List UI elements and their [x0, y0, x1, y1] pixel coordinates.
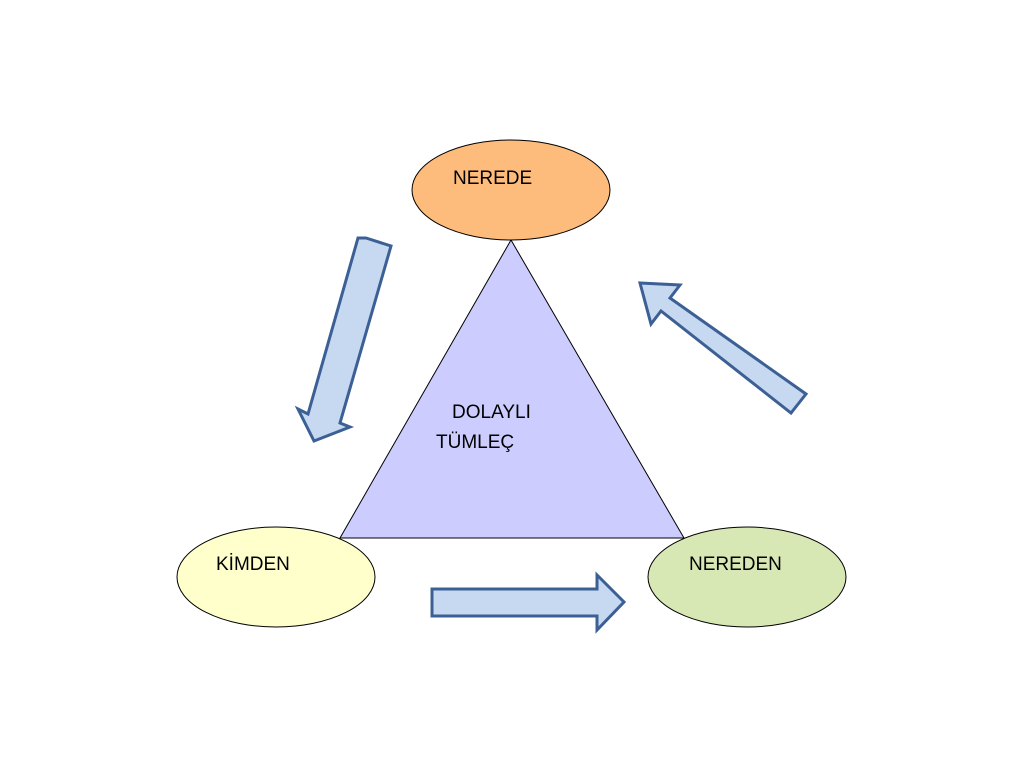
node-nereden-label: NEREDEN [689, 554, 782, 575]
center-label-line2: TÜMLEÇ [436, 432, 514, 453]
center-triangle [339, 238, 685, 539]
node-nerede [411, 139, 611, 241]
node-kimden [176, 526, 376, 628]
arrow-nerede-to-kimden [294, 236, 393, 443]
arrow-kimden-to-nereden [430, 571, 627, 634]
center-label-line1: DOLAYLI [452, 402, 531, 423]
arrow-nereden-to-nerede [638, 281, 809, 416]
node-kimden-label: KİMDEN [216, 554, 290, 575]
node-nereden [647, 526, 847, 628]
node-nerede-label: NEREDE [453, 168, 532, 189]
